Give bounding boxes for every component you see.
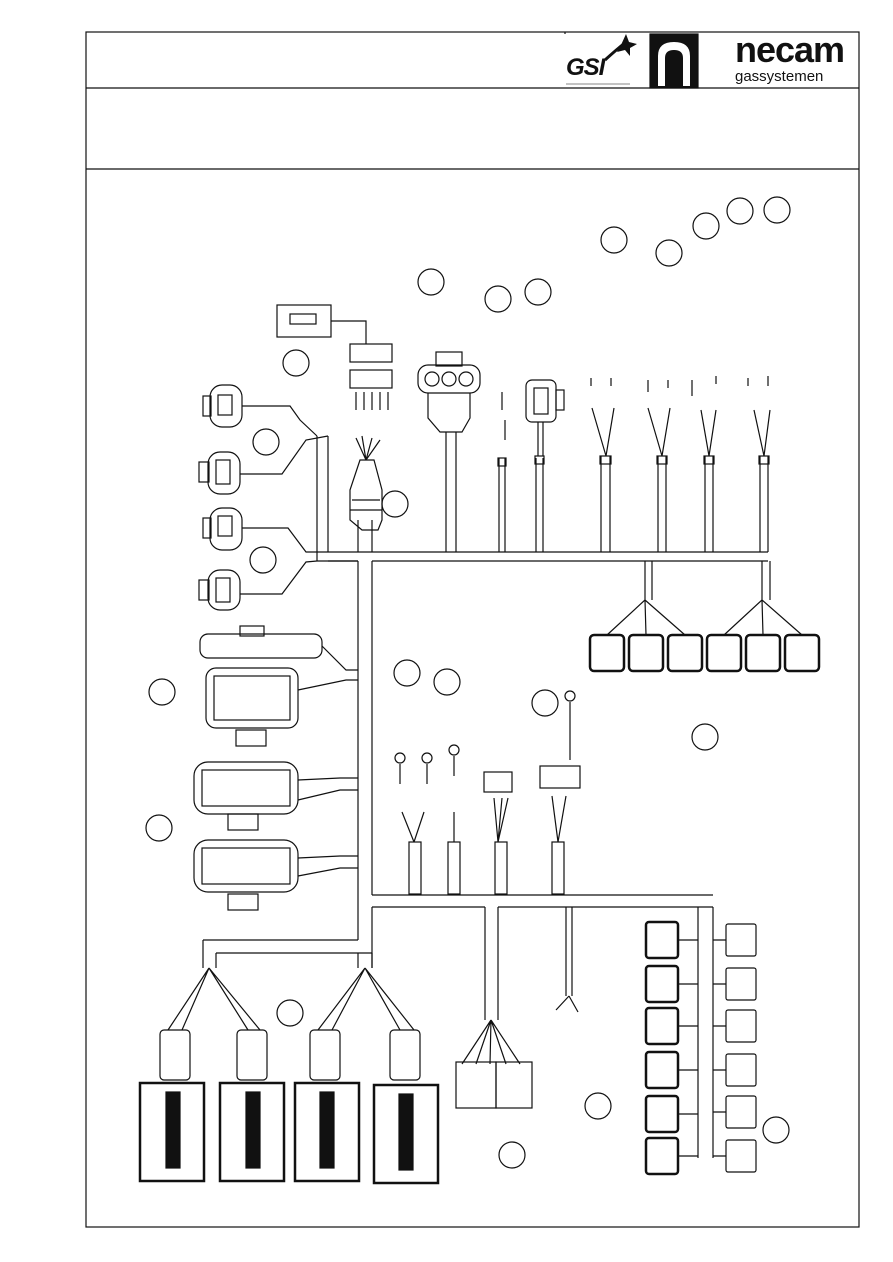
ecu-connectors bbox=[138, 967, 440, 1185]
gsi-logo-text: GSI bbox=[566, 54, 605, 81]
necam-n-mark-icon bbox=[649, 33, 699, 89]
callout-markers bbox=[145, 196, 791, 1169]
plug-stack-right bbox=[644, 907, 757, 1176]
sensor-connector bbox=[525, 379, 565, 456]
title-frame bbox=[85, 31, 860, 1228]
necam-logo-name: necam bbox=[735, 29, 845, 70]
injector-plugs-right bbox=[588, 561, 821, 673]
necam-logo-tagline: gassystemen bbox=[735, 68, 824, 85]
relay-block bbox=[455, 907, 579, 1109]
switch-unit bbox=[276, 304, 393, 410]
gsi-logo: GSI bbox=[560, 30, 640, 90]
injector-connectors-left bbox=[198, 384, 329, 611]
loose-wire-ends bbox=[501, 376, 771, 457]
splice-boot bbox=[349, 435, 383, 531]
gsi-star-logo-icon bbox=[566, 34, 637, 85]
middle-sensors bbox=[394, 690, 581, 895]
multipin-connectors-left bbox=[193, 625, 358, 911]
three-pin-connector bbox=[417, 351, 481, 433]
necam-logo: necam gassystemen bbox=[735, 30, 857, 88]
main-harness-trunk bbox=[202, 551, 768, 968]
